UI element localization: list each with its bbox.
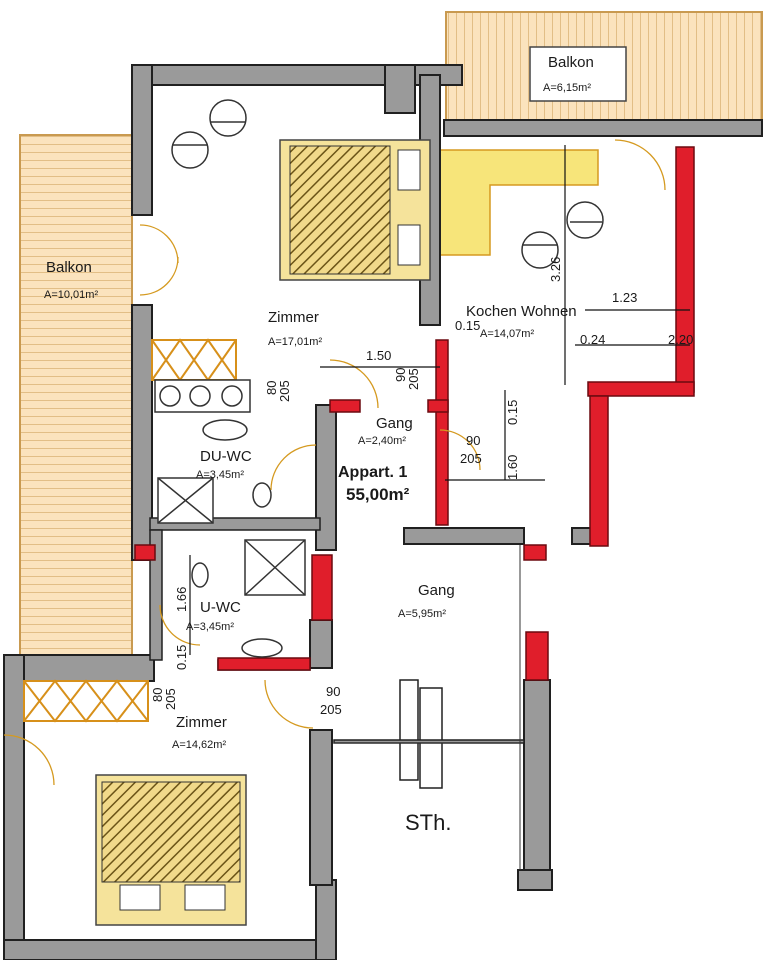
dim-015-c: 0.15 (174, 645, 189, 670)
bed-bottom (95, 774, 247, 926)
bed-top (279, 139, 431, 281)
stair-shaft (334, 545, 521, 870)
kitchen-counter (439, 149, 599, 256)
dim-160: 1.60 (505, 455, 520, 480)
kochen-label: Kochen Wohnen (466, 303, 577, 320)
table-chairs-top (171, 99, 247, 169)
dim-80-a: 80 (264, 381, 279, 395)
dim-90-a: 90 (393, 368, 408, 382)
dim-205-e: 205 (320, 702, 342, 717)
table-chairs-kitchen (521, 201, 604, 269)
du-wc-label: DU-WC (200, 448, 252, 465)
exterior-walls (3, 64, 763, 960)
zimmer-bottom-area: A=14,62m² (172, 739, 226, 751)
gang-small-label: Gang (376, 415, 413, 432)
dim-150: 1.50 (366, 348, 391, 363)
balcony-top (445, 11, 763, 128)
red-walls (134, 146, 695, 681)
dim-90-b: 90 (466, 433, 480, 448)
bathroom-fixtures (154, 379, 306, 658)
balkon-left-label: Balkon (46, 259, 92, 276)
dim-220: 2.20 (668, 332, 693, 347)
wardrobe-top (151, 338, 237, 382)
zimmer-bottom-label: Zimmer (176, 714, 227, 731)
zimmer-top-label: Zimmer (268, 309, 319, 326)
dim-90-c: 90 (326, 684, 340, 699)
dim-80-b: 80 (150, 688, 165, 702)
u-wc-label: U-WC (200, 599, 241, 616)
dim-205-c: 205 (460, 451, 482, 466)
balkon-left-area: A=10,01m² (44, 289, 98, 301)
dim-015-b: 0.15 (505, 400, 520, 425)
balcony-left (19, 134, 133, 666)
dim-123: 1.23 (612, 290, 637, 305)
apartment-area: 55,00m² (346, 485, 410, 504)
dim-166: 1.66 (174, 587, 189, 612)
zimmer-top-area: A=17,01m² (268, 336, 322, 348)
dim-024: 0.24 (580, 332, 605, 347)
balkon-top-label: Balkon (548, 54, 594, 71)
dim-205-a: 205 (406, 368, 421, 390)
u-wc-area: A=3,45m² (186, 621, 234, 633)
gang-small-area: A=2,40m² (358, 435, 406, 447)
gang-big-label: Gang (418, 582, 455, 599)
kochen-area: A=14,07m² (480, 328, 534, 340)
dimension-lines (189, 145, 690, 655)
stairs-label: STh. (405, 810, 451, 835)
gang-big-area: A=5,95m² (398, 608, 446, 620)
dim-015-a: 0.15 (455, 318, 480, 333)
dim-205-b: 205 (277, 380, 292, 402)
du-wc-area: A=3,45m² (196, 469, 244, 481)
dim-326: 3.26 (548, 257, 563, 282)
balkon-top-area: A=6,15m² (543, 82, 591, 94)
wardrobe-bottom (23, 679, 149, 723)
apartment-name: Appart. 1 (338, 464, 407, 481)
door-swings (3, 139, 666, 786)
dim-205-d: 205 (163, 688, 178, 710)
